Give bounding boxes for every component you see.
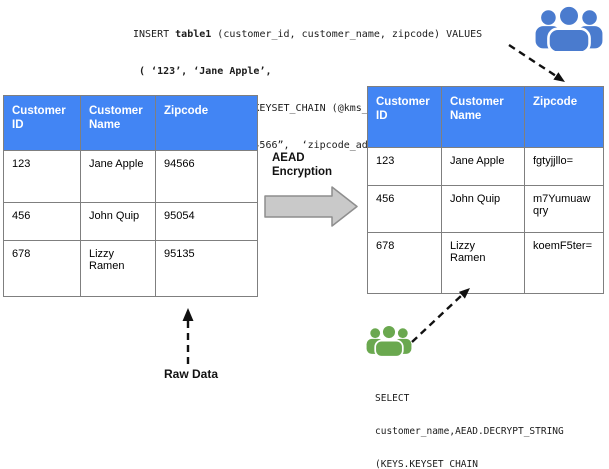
encrypted-data-table: Customer ID Customer Name Zipcode 123 Ja… — [367, 86, 604, 294]
cell-customer-id: 123 — [367, 147, 442, 186]
label-line: Encryption — [272, 166, 333, 178]
code-text: SELECT — [375, 393, 410, 404]
table-row: 456 John Quip m7Yumuawqry — [367, 185, 604, 233]
cell-customer-name: Lizzy Ramen — [80, 240, 156, 297]
cell-customer-id: 678 — [367, 232, 442, 294]
code-line: (KEYS.KEYSET_CHAIN — [375, 459, 564, 469]
column-header-customer-name: Customer Name — [441, 86, 525, 148]
code-text: customer_name,AEAD.DECRYPT_STRING — [375, 426, 564, 437]
cell-zipcode: m7Yumuawqry — [524, 185, 604, 233]
cell-customer-id: 456 — [367, 185, 442, 233]
users-group-icon — [535, 4, 603, 51]
label-line: AEAD — [272, 152, 305, 164]
table-row: 678 Lizzy Ramen 95135 — [3, 240, 258, 297]
cell-zipcode: 94566 — [155, 150, 258, 203]
code-line: SELECT — [375, 393, 564, 404]
column-header-zipcode: Zipcode — [155, 95, 258, 151]
cell-zipcode: 95054 — [155, 202, 258, 241]
column-header-customer-name: Customer Name — [80, 95, 156, 151]
code-line: customer_name,AEAD.DECRYPT_STRING — [375, 426, 564, 437]
raw-data-table: Customer ID Customer Name Zipcode 123 Ja… — [3, 95, 258, 297]
block-arrow-right-icon — [264, 186, 358, 227]
code-line: INSERT table1 (customer_id, customer_nam… — [133, 29, 482, 41]
table-row: 678 Lizzy Ramen koemF5ter= — [367, 232, 604, 294]
code-text: (KEYS.KEYSET_CHAIN — [375, 459, 478, 469]
cell-customer-id: 456 — [3, 202, 81, 241]
cell-customer-name: John Quip — [80, 202, 156, 241]
column-header-zipcode: Zipcode — [524, 86, 604, 148]
table-header-row: Customer ID Customer Name Zipcode — [367, 86, 604, 148]
cell-customer-name: Lizzy Ramen — [441, 232, 525, 294]
select-sql-code: SELECT customer_name,AEAD.DECRYPT_STRING… — [375, 371, 564, 469]
table-row: 123 Jane Apple 94566 — [3, 150, 258, 203]
aead-encryption-label: AEAD Encryption — [272, 151, 332, 179]
code-line: ( ‘123’, ‘Jane Apple’, — [133, 66, 482, 78]
cell-zipcode: koemF5ter= — [524, 232, 604, 294]
cell-customer-name: Jane Apple — [441, 147, 525, 186]
code-text: (customer_id, customer_name, zipcode) VA… — [211, 28, 483, 40]
code-text-bold: ( ‘123’, ‘Jane Apple’, — [133, 66, 272, 78]
cell-customer-id: 123 — [3, 150, 81, 203]
cell-customer-id: 678 — [3, 240, 81, 297]
table-header-row: Customer ID Customer Name Zipcode — [3, 95, 258, 151]
cell-zipcode: 95135 — [155, 240, 258, 297]
dashed-arrow-select-to-table — [411, 288, 470, 343]
code-text: INSERT — [133, 28, 176, 40]
table-row: 123 Jane Apple fgtyjjllo= — [367, 147, 604, 186]
users-group-icon — [366, 324, 412, 358]
code-text-bold: table1 — [175, 28, 212, 40]
dashed-arrow-raw-data — [182, 308, 194, 364]
column-header-customer-id: Customer ID — [367, 86, 442, 148]
cell-customer-name: John Quip — [441, 185, 525, 233]
cell-zipcode: fgtyjjllo= — [524, 147, 604, 186]
dashed-arrow-insert-to-table — [508, 43, 565, 82]
column-header-customer-id: Customer ID — [3, 95, 81, 151]
raw-data-label: Raw Data — [163, 367, 219, 381]
cell-customer-name: Jane Apple — [80, 150, 156, 203]
table-row: 456 John Quip 95054 — [3, 202, 258, 241]
